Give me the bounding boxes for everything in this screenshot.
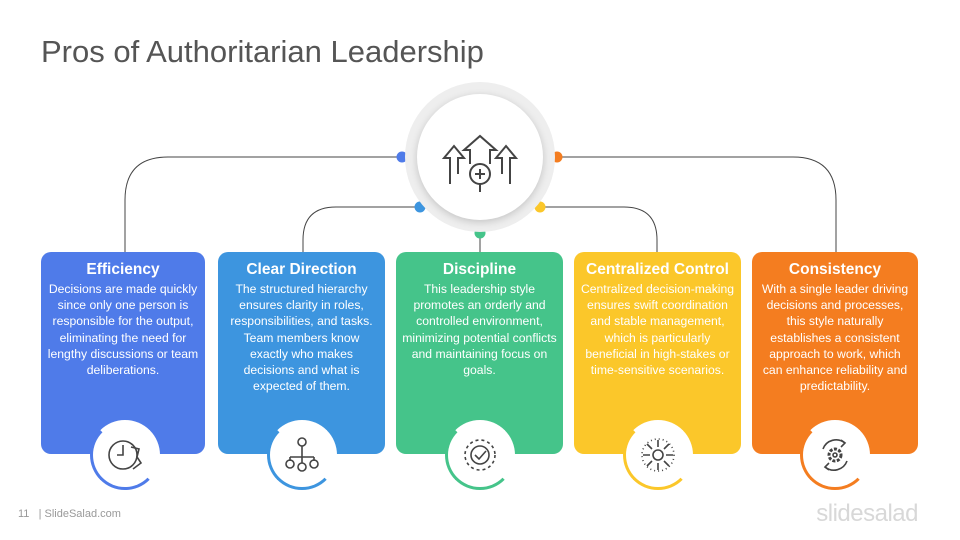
slidesalad-logo: slidesalad: [816, 500, 918, 527]
card-title: Efficiency: [86, 261, 160, 278]
card-title: Clear Direction: [246, 261, 357, 278]
slide-title: Pros of Authoritarian Leadership: [41, 34, 484, 69]
check-cycle-icon: [445, 420, 515, 490]
hub-circle: [405, 82, 555, 232]
card-text: The structured hierarchy ensures clarity…: [230, 282, 373, 394]
footer-site: | SlideSalad.com: [38, 508, 121, 520]
card-text: With a single leader driving decisions a…: [761, 282, 909, 394]
converging-arrows-icon: [623, 420, 693, 490]
card-title: Consistency: [788, 261, 882, 278]
card-efficiency: Efficiency Decisions are made quickly si…: [41, 252, 205, 454]
card-text: Centralized decision-making ensures swif…: [580, 282, 735, 378]
hierarchy-icon: [267, 420, 337, 490]
card-title: Centralized Control: [586, 261, 729, 278]
arrows-up-plus-icon: [441, 134, 519, 192]
gear-cycle-icon: [800, 420, 870, 490]
dot-blue: [396, 151, 408, 163]
card-text: This leadership style promotes an orderl…: [402, 282, 557, 378]
card-clear-direction: Clear Direction The structured hierarchy…: [218, 252, 385, 454]
card-title: Discipline: [442, 261, 517, 278]
page-number: 11: [18, 508, 30, 520]
card-text: Decisions are made quickly since only on…: [47, 282, 199, 378]
footer: 11 | SlideSalad.com: [18, 508, 121, 520]
stopwatch-gear-icon: [90, 420, 160, 490]
card-centralized-control: Centralized Control Centralized decision…: [574, 252, 741, 454]
